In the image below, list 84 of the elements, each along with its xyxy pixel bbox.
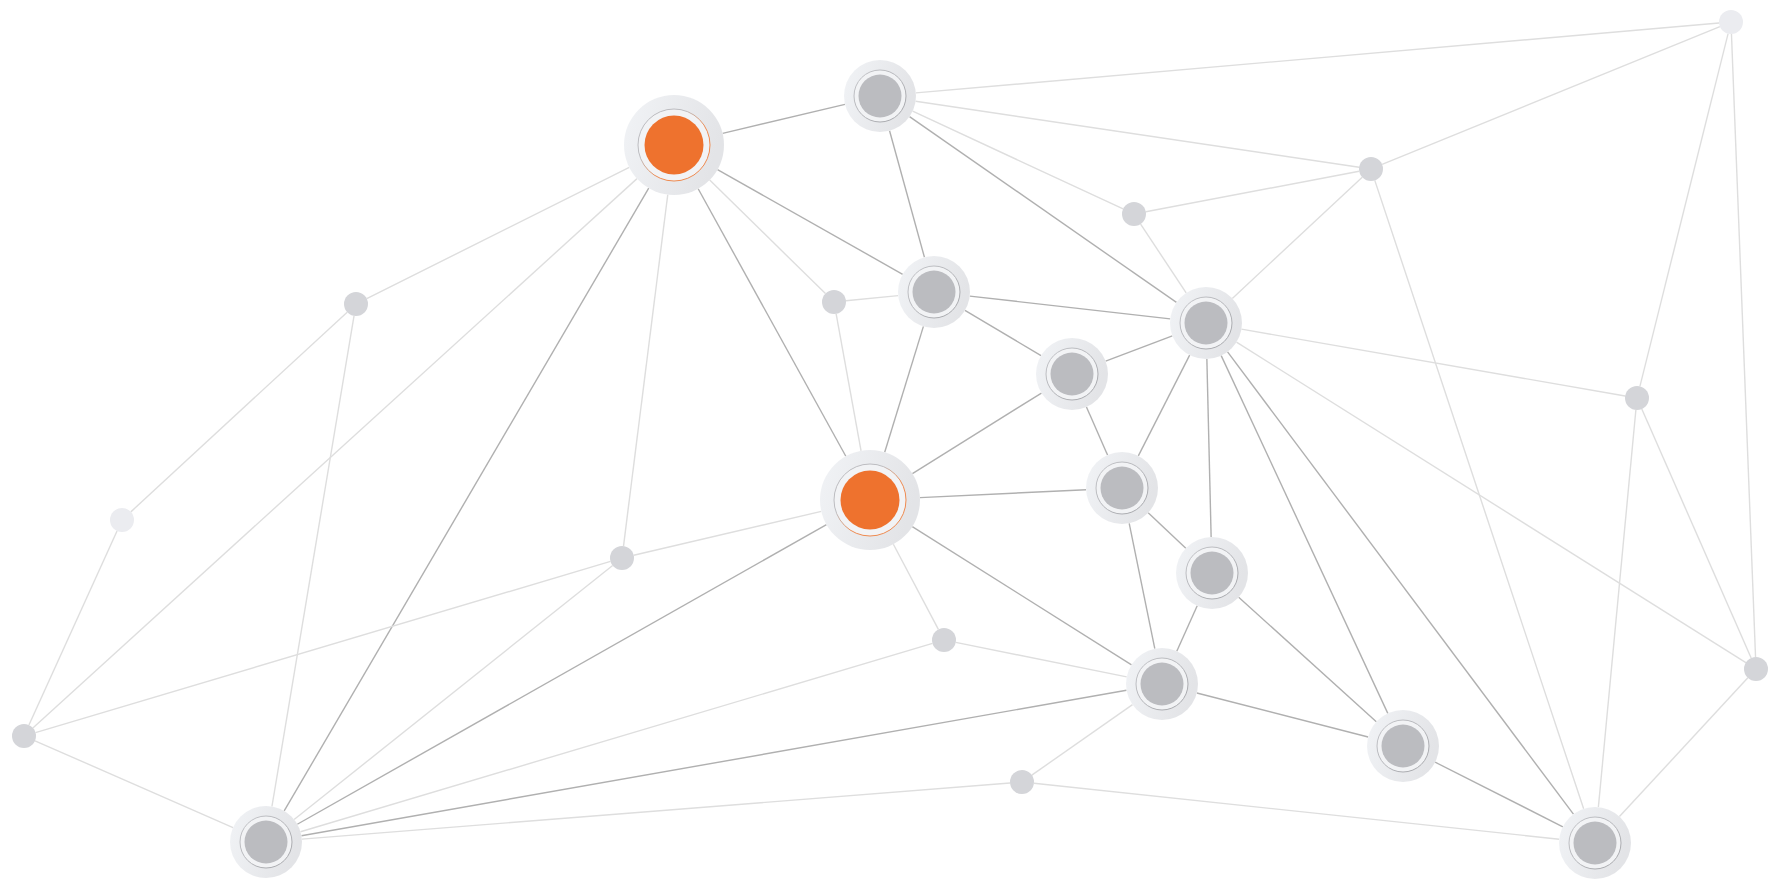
connector-line xyxy=(1639,32,1729,388)
junction-dot xyxy=(1122,202,1146,226)
connector-line xyxy=(130,311,348,513)
junction-dot xyxy=(822,290,846,314)
connector-line xyxy=(1235,341,1747,664)
connector-line xyxy=(299,642,934,833)
connector-line xyxy=(1226,351,1575,815)
connector-line xyxy=(300,689,1128,837)
connector-line xyxy=(1381,25,1721,166)
connector-line xyxy=(1196,692,1369,738)
junction-dot xyxy=(1625,386,1649,410)
connector-line xyxy=(1147,512,1187,549)
connector-line xyxy=(835,313,862,452)
connector-line xyxy=(964,309,1042,357)
connector-line xyxy=(955,641,1128,678)
connector-line xyxy=(1434,761,1564,828)
connector-line xyxy=(845,294,899,302)
connector-line xyxy=(697,188,847,457)
highlighted-hub-node xyxy=(624,95,724,195)
connector-line xyxy=(1145,170,1360,213)
connector-line xyxy=(908,115,1178,304)
connector-line xyxy=(1240,328,1626,397)
junction-dot xyxy=(344,292,368,316)
connector-line xyxy=(1128,522,1156,650)
junction-dot xyxy=(1010,770,1034,794)
hub-node xyxy=(1036,338,1108,410)
connector-line xyxy=(1104,335,1174,362)
connector-line xyxy=(884,325,925,453)
hub-node xyxy=(1126,648,1198,720)
connector-line xyxy=(919,489,1087,499)
connector-line xyxy=(1031,703,1134,776)
junction-dot xyxy=(610,546,634,570)
connector-line xyxy=(32,177,638,729)
connector-line xyxy=(1137,354,1191,457)
junction-dot xyxy=(1359,157,1383,181)
connector-line xyxy=(1220,354,1389,715)
connector-line xyxy=(716,168,904,275)
connector-line xyxy=(28,530,118,726)
connector-line xyxy=(301,782,1011,840)
connector-line xyxy=(888,130,926,258)
connector-line xyxy=(34,560,612,734)
hub-node xyxy=(1559,807,1631,879)
junction-dot xyxy=(12,724,36,748)
hub-node xyxy=(230,806,302,878)
connector-line xyxy=(622,193,669,547)
hub-node xyxy=(1170,287,1242,359)
connector-line xyxy=(914,100,1360,168)
connector-line xyxy=(1139,223,1187,294)
hub-node xyxy=(844,60,916,132)
highlighted-hub-node xyxy=(820,450,920,550)
junction-dot xyxy=(1719,10,1743,34)
connector-line xyxy=(1033,782,1560,840)
connector-line xyxy=(911,392,1043,475)
junction-dot xyxy=(1744,657,1768,681)
connector-line xyxy=(1231,176,1363,300)
connector-line xyxy=(1085,406,1109,456)
connector-line xyxy=(911,110,1124,210)
connector-line xyxy=(1206,358,1212,538)
connector-line xyxy=(911,525,1133,666)
connector-line xyxy=(293,564,614,821)
connector-line xyxy=(283,187,650,812)
connector-line xyxy=(709,179,827,295)
connector-line xyxy=(366,166,630,300)
connector-line xyxy=(892,543,940,631)
connector-line xyxy=(632,510,822,556)
connector-line xyxy=(1618,677,1749,818)
connector-line xyxy=(271,315,355,808)
connector-line xyxy=(1374,179,1585,810)
junction-dot xyxy=(110,508,134,532)
connector-line xyxy=(1176,605,1198,652)
junction-dot xyxy=(932,628,956,652)
connector-line xyxy=(34,740,234,829)
connector-line xyxy=(296,523,828,825)
connector-line xyxy=(1597,409,1637,808)
connector-line xyxy=(1730,33,1757,658)
hub-node xyxy=(1367,710,1439,782)
connector-line xyxy=(721,103,846,135)
hub-node xyxy=(1086,452,1158,524)
connector-line xyxy=(915,22,1720,94)
connector-line xyxy=(1238,596,1377,723)
hub-node xyxy=(1176,537,1248,609)
hub-node xyxy=(898,256,970,328)
connector-line xyxy=(969,295,1171,320)
connector-line xyxy=(1641,408,1752,659)
